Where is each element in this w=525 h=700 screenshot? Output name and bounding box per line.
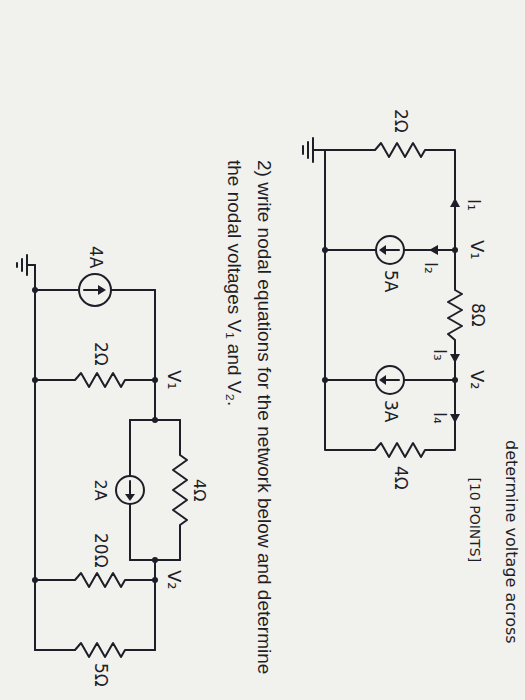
resistor-symbol	[173, 420, 187, 560]
wire	[154, 560, 156, 650]
node-dot	[32, 377, 38, 383]
node-dot	[32, 577, 38, 583]
ground-symbol	[302, 146, 304, 154]
ground-symbol	[312, 138, 314, 162]
wire	[111, 289, 155, 291]
current-label: I₃	[429, 349, 449, 361]
ground-symbol	[307, 142, 309, 158]
current-label: I₂	[420, 262, 440, 274]
current-source	[79, 274, 111, 306]
current-source	[376, 236, 404, 264]
node-dot	[322, 247, 328, 253]
source-value: 3A	[380, 400, 400, 422]
wire	[129, 504, 131, 560]
node-voltage: V₂	[164, 570, 185, 590]
ground-symbol	[21, 259, 23, 271]
resistor-value: 4Ω	[190, 479, 208, 501]
current-source	[116, 476, 144, 504]
points-note: [10 POINTS]	[467, 478, 483, 563]
wire	[35, 289, 79, 291]
current-label: I₁	[463, 199, 483, 211]
node-dot	[152, 557, 158, 563]
cut-off-note: determine voltage across	[502, 440, 520, 644]
resistor-value: 4Ω	[390, 466, 410, 490]
problem-statement: 2) write nodal equations for the network…	[219, 160, 279, 695]
wire	[325, 249, 376, 251]
ground-symbol	[313, 149, 325, 151]
current-label: I₄	[429, 412, 449, 424]
ground-symbol	[26, 255, 28, 275]
source-arrowhead	[379, 245, 386, 255]
source-arrow	[129, 481, 131, 496]
node-dot	[152, 577, 158, 583]
wire	[325, 379, 376, 381]
node-dot	[322, 377, 328, 383]
current-arrow	[450, 414, 460, 423]
node-dot	[452, 377, 458, 383]
node-dot	[152, 417, 158, 423]
resistor-symbol	[35, 573, 155, 587]
resistor-symbol	[35, 373, 155, 387]
node-dot	[32, 287, 38, 293]
resistor-value: 2Ω	[390, 109, 410, 133]
node-voltage: V₂	[467, 370, 488, 390]
source-arrowhead	[98, 285, 106, 295]
current-arrow	[450, 198, 460, 207]
resistor-value: 5Ω	[90, 663, 110, 687]
circuit-loop	[325, 143, 462, 457]
resistor-value: 2Ω	[90, 342, 110, 366]
wire	[34, 265, 36, 650]
node-voltage: V₁	[164, 370, 185, 390]
source-value: 4A	[85, 246, 105, 268]
source-value: 5A	[380, 270, 400, 292]
source-arrow	[384, 379, 399, 381]
source-arrowhead	[379, 375, 386, 385]
current-arrow	[429, 245, 438, 255]
ground-symbol	[27, 264, 35, 266]
resistor-value: 20Ω	[90, 533, 110, 568]
source-arrow	[384, 249, 399, 251]
node-voltage: V₁	[467, 240, 488, 260]
source-arrowhead	[125, 494, 135, 501]
current-source	[376, 366, 404, 394]
node-dot	[152, 377, 158, 383]
ground-symbol	[16, 263, 18, 267]
source-value: 2A	[91, 480, 109, 501]
wire	[129, 420, 131, 476]
resistor-value: 8Ω	[467, 303, 487, 327]
current-arrow	[450, 354, 460, 363]
node-dot	[452, 247, 458, 253]
wire	[154, 290, 156, 420]
wire	[404, 379, 455, 381]
resistor-symbol	[35, 643, 155, 657]
